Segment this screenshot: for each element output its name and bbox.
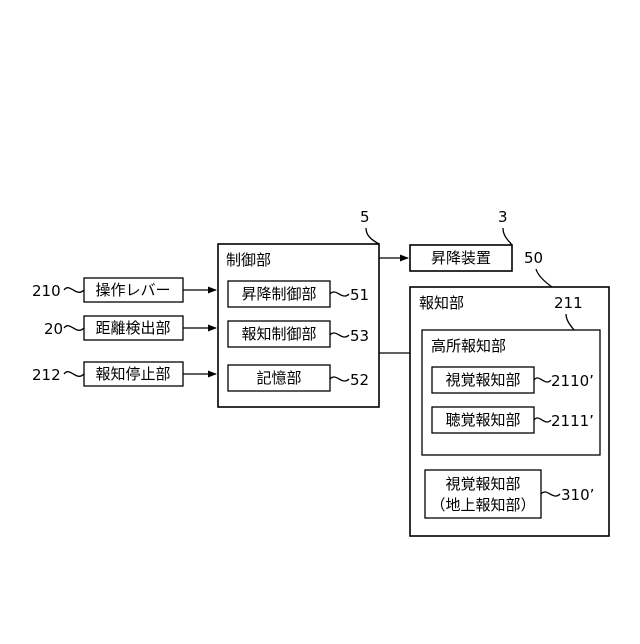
notification-control-label: 報知制御部 xyxy=(241,325,316,343)
auditory-notification-ref: 2111’ xyxy=(551,412,594,430)
control-unit-label: 制御部 xyxy=(226,251,271,269)
high-place-notification-ref: 211 xyxy=(554,294,583,312)
notification-unit-leader xyxy=(536,269,552,287)
notification-stop-label: 報知停止部 xyxy=(95,365,170,383)
visual-notification-label: 視覚報知部 xyxy=(445,371,520,389)
notification-unit-ref: 50 xyxy=(524,249,543,267)
memory-ref: 52 xyxy=(350,371,369,389)
ground-visual-notification-ref: 310’ xyxy=(561,486,594,504)
notification-stop-ref: 212 xyxy=(32,366,61,384)
control-unit-leader xyxy=(366,228,379,244)
lift-control-label: 昇降制御部 xyxy=(241,285,316,303)
visual-notification-ref: 2110’ xyxy=(551,372,594,390)
memory-label: 記憶部 xyxy=(256,369,301,387)
lift-device-leader xyxy=(503,228,512,245)
ground-visual-notification-label: 視覚報知部 xyxy=(445,475,520,493)
distance-detector-block: 距離検出部 20 xyxy=(44,316,183,340)
high-place-notification-label: 高所報知部 xyxy=(431,337,506,355)
lift-device-ref: 3 xyxy=(498,208,508,226)
notification-stop-leader xyxy=(64,372,84,377)
control-unit-ref: 5 xyxy=(360,208,370,226)
notification-stop-block: 報知停止部 212 xyxy=(32,362,183,386)
lift-control-ref: 51 xyxy=(350,286,369,304)
auditory-notification-label: 聴覚報知部 xyxy=(445,411,520,429)
notification-unit-label: 報知部 xyxy=(419,294,464,312)
operation-lever-block: 操作レバー 210 xyxy=(32,278,183,302)
ground-visual-notification-sublabel: （地上報知部） xyxy=(430,496,535,514)
distance-detector-label: 距離検出部 xyxy=(95,319,170,337)
notification-control-ref: 53 xyxy=(350,327,369,345)
control-unit: 制御部 5 昇降制御部 51 報知制御部 53 記憶部 52 xyxy=(218,208,379,407)
notification-unit: 報知部 50 高所報知部 211 視覚報知部 2110’ 聴覚報知部 2111’… xyxy=(410,249,609,536)
operation-lever-ref: 210 xyxy=(32,282,61,300)
lift-device-label: 昇降装置 xyxy=(431,249,491,267)
operation-lever-label: 操作レバー xyxy=(95,281,170,299)
lift-device: 昇降装置 3 xyxy=(410,208,512,271)
operation-lever-leader xyxy=(64,288,84,293)
distance-detector-ref: 20 xyxy=(44,320,63,338)
distance-detector-leader xyxy=(64,326,84,331)
